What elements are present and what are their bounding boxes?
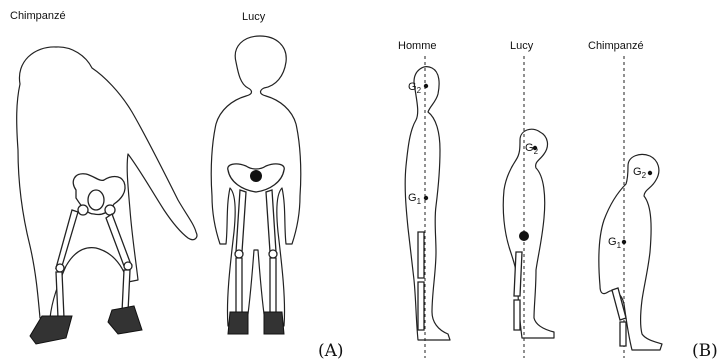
homme-g1-label: G1 (408, 192, 422, 206)
chimpanzee-figure-a (17, 47, 197, 344)
homme-figure: G2 G1 (405, 56, 450, 358)
panel-a-label-lucy: Lucy (242, 11, 266, 23)
panel-a: Chimpanzé Lucy (10, 10, 344, 361)
lucy-center-of-mass-a (250, 170, 262, 182)
panel-b-label-chimpanzee: Chimpanzé (588, 40, 644, 52)
lucy-profile-outline (503, 129, 554, 338)
chimpanzee-left-leg (30, 210, 78, 344)
lucy-figure-b: G2 (503, 56, 554, 358)
chimpanzee-g1-dot (622, 240, 626, 244)
chimpanzee-g2-label: G2 (633, 166, 647, 180)
panel-b: Homme Lucy Chimpanzé G2 G1 G2 (398, 40, 718, 361)
chimpanzee-g2-dot (648, 171, 652, 175)
chimpanzee-profile-outline (599, 154, 662, 350)
panel-b-label-homme: Homme (398, 40, 437, 52)
lucy-center-of-mass-b (519, 231, 529, 241)
chimpanzee-pelvis (73, 174, 125, 215)
panel-a-tag: (A) (318, 341, 344, 361)
chimpanzee-g1-label: G1 (608, 236, 622, 250)
chimpanzee-right-leg (106, 214, 142, 334)
homme-g2-label: G2 (408, 81, 422, 95)
panel-b-tag: (B) (692, 341, 718, 361)
homme-g2-dot (424, 84, 428, 88)
homme-g1-dot (424, 196, 428, 200)
lucy-pelvis (228, 164, 285, 192)
lucy-g2-label: G2 (525, 142, 539, 156)
panel-b-label-lucy: Lucy (510, 40, 534, 52)
lucy-figure-a (211, 36, 301, 334)
panel-a-label-chimpanzee: Chimpanzé (10, 10, 66, 22)
chimpanzee-figure-b: G2 G1 (599, 56, 662, 358)
